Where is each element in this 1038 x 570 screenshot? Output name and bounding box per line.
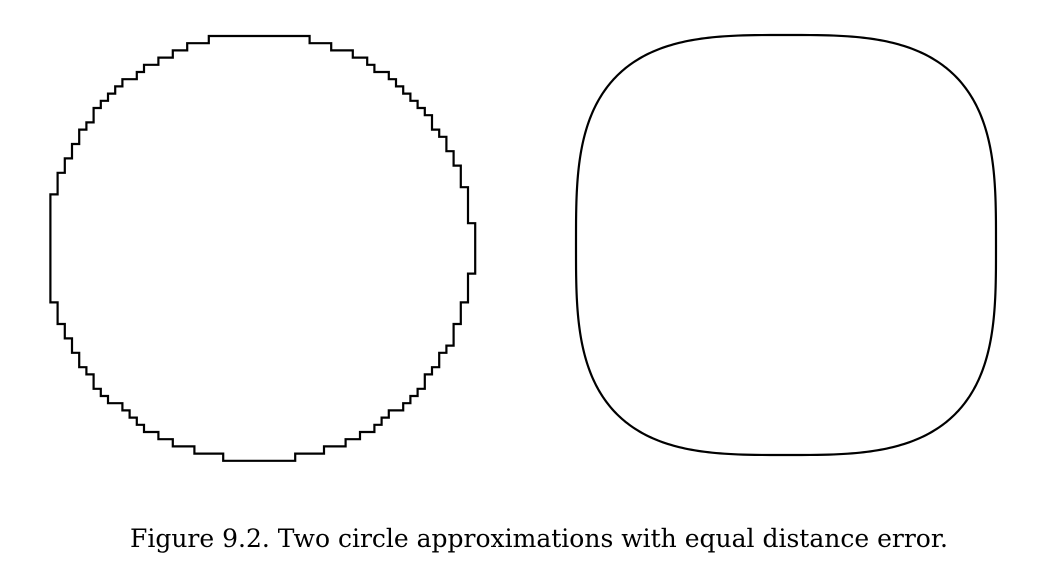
staircase-circle-approximation bbox=[49, 34, 477, 462]
smooth-circle-approximation bbox=[574, 33, 998, 457]
figure-caption: Figure 9.2. Two circle approximations wi… bbox=[129, 524, 948, 553]
figure-area bbox=[49, 33, 998, 462]
figure-canvas bbox=[49, 33, 998, 462]
